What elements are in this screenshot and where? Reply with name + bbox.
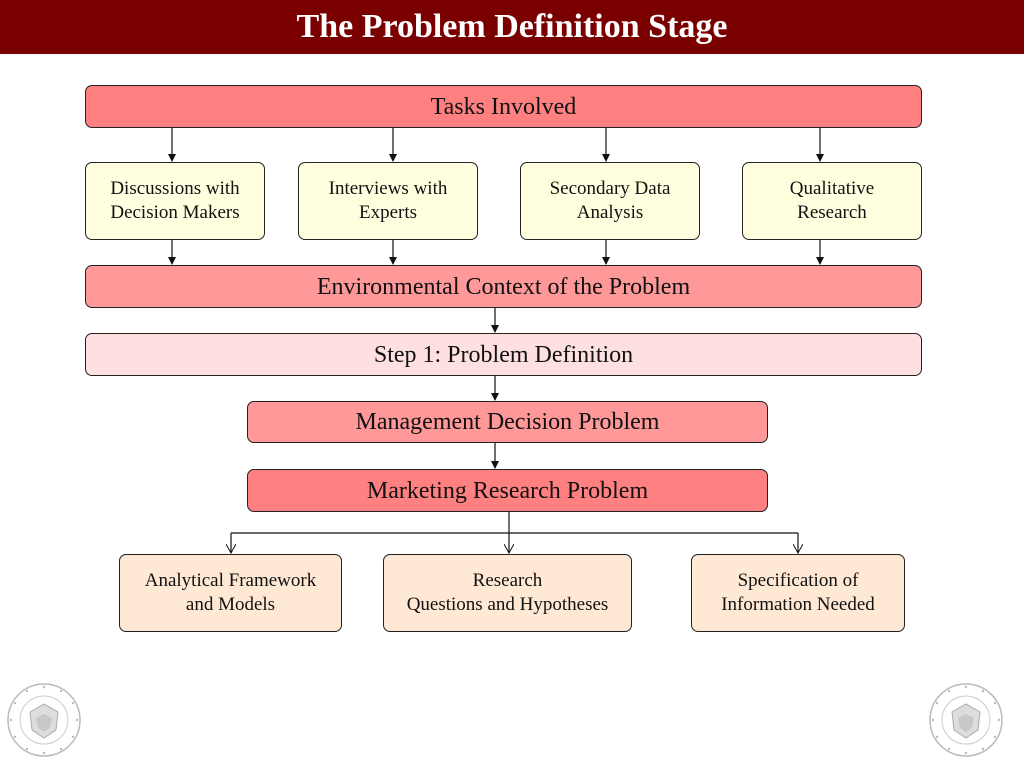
output-label-specification: Specification of Information Needed [721,570,875,615]
marketing-research-box: Marketing Research Problem [247,469,768,512]
management-decision-label: Management Decision Problem [355,409,660,435]
task-box-qualitative: Qualitative Research [742,162,922,240]
task-label-qualitative: Qualitative Research [789,178,875,223]
marketing-research-label: Marketing Research Problem [366,477,649,504]
task-label-interviews: Interviews with Experts [328,178,448,223]
environmental-context-label: Environmental Context of the Problem [316,273,691,300]
management-decision-box: Management Decision Problem [247,401,768,443]
output-label-research-questions: Research Questions and Hypotheses [406,570,609,615]
slide-title: The Problem Definition Stage [296,8,728,45]
step1-box: Step 1: Problem Definition [85,333,922,376]
task-box-discussions: Discussions with Decision Makers [85,162,265,240]
task-label-secondary-data: Secondary Data Analysis [549,178,671,223]
output-label-analytical: Analytical Framework and Models [144,570,317,615]
tasks-involved-box: Tasks Involved [85,85,922,128]
task-box-secondary-data: Secondary Data Analysis [520,162,700,240]
university-seal-right-logo [929,683,1003,757]
task-box-interviews: Interviews with Experts [298,162,478,240]
output-box-analytical: Analytical Framework and Models [119,554,342,632]
university-seal-left-logo [7,683,81,757]
output-box-research-questions: Research Questions and Hypotheses [383,554,632,632]
task-label-discussions: Discussions with Decision Makers [110,178,240,223]
output-box-specification: Specification of Information Needed [691,554,905,632]
environmental-context-box: Environmental Context of the Problem [85,265,922,308]
tasks-involved-label: Tasks Involved [430,93,577,120]
step1-label: Step 1: Problem Definition [373,341,634,368]
title-bar: The Problem Definition Stage [0,0,1024,54]
